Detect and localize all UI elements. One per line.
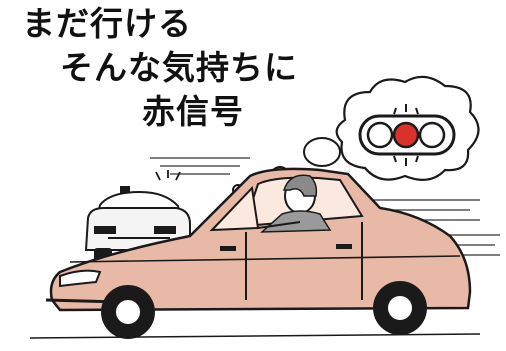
traffic-light-icon [358, 104, 456, 166]
slogan-line-1: まだ行ける [22, 4, 192, 43]
slogan-line-2: そんな気持ちに [60, 48, 298, 87]
police-car-icon [84, 170, 191, 262]
slogan: まだ行ける そんな気持ちに 赤信号 [0, 0, 506, 140]
car-icon [29, 167, 481, 339]
driver [257, 174, 332, 233]
slogan-line-3: 赤信号 [142, 92, 244, 131]
